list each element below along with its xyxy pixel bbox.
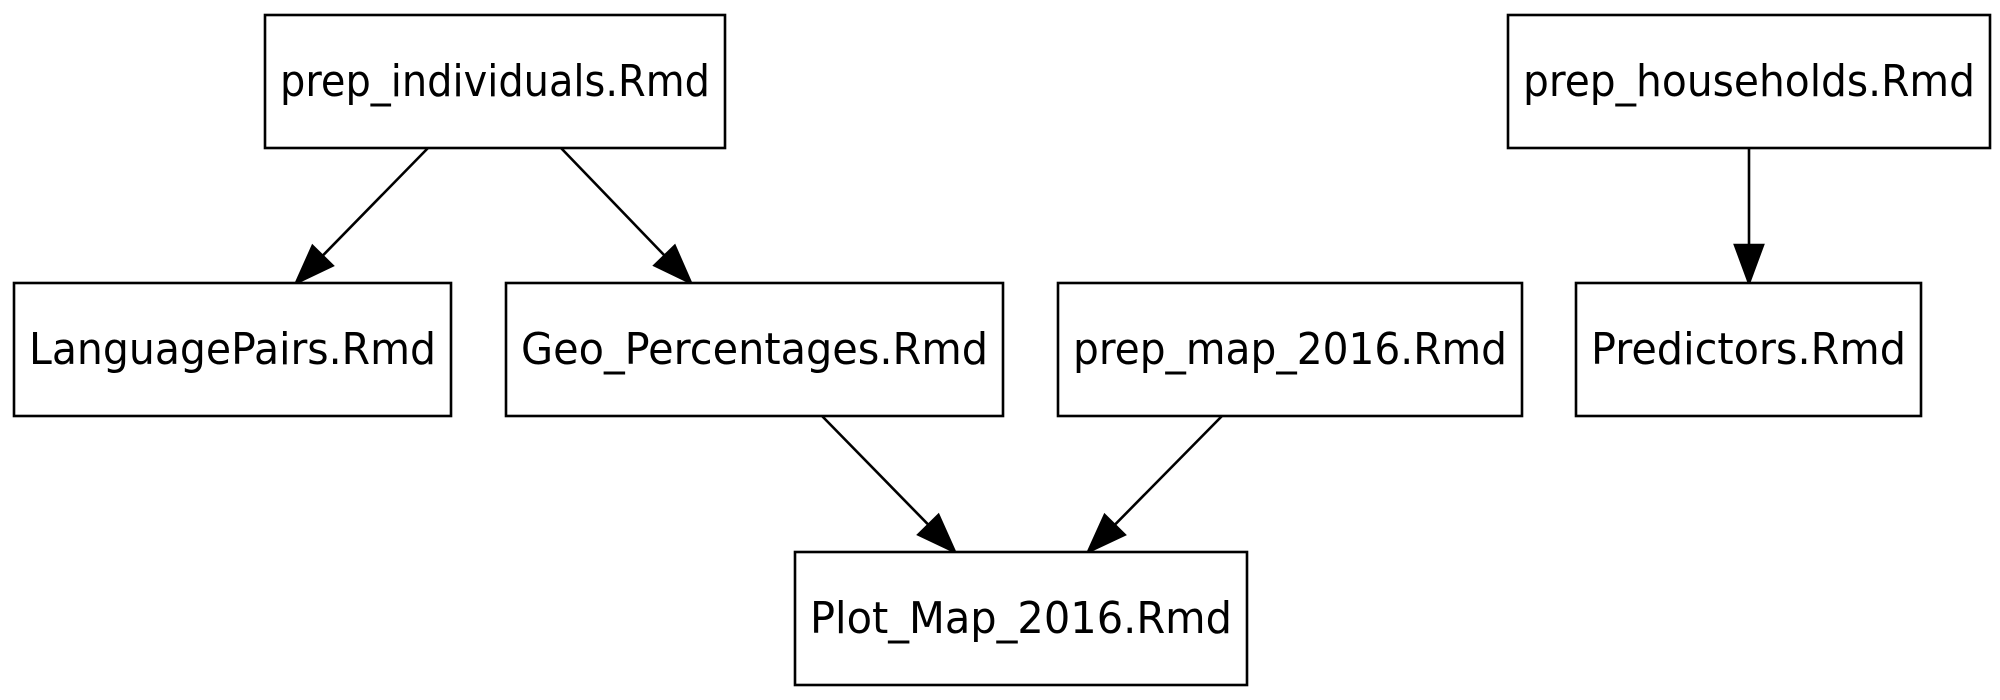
edges-layer [293, 147, 1765, 555]
node-label: Predictors.Rmd [1591, 324, 1906, 375]
edge-line [821, 415, 930, 526]
edge-prep-households-to-predictors [1733, 148, 1765, 287]
arrowhead [652, 243, 694, 286]
node-box [263, 13, 727, 150]
node-box [1056, 281, 1524, 418]
arrowhead [1733, 243, 1765, 287]
edge-line [1113, 415, 1223, 526]
node-language-pairs: LanguagePairs.Rmd [12, 281, 453, 418]
arrowhead [1085, 512, 1127, 555]
node-box [504, 281, 1005, 418]
node-box [1506, 13, 1992, 150]
node-prep-map-2016: prep_map_2016.Rmd [1056, 281, 1524, 418]
node-label: Geo_Percentages.Rmd [521, 324, 988, 375]
node-box [12, 281, 453, 418]
node-label: prep_households.Rmd [1523, 56, 1975, 107]
node-prep-households: prep_households.Rmd [1506, 13, 1992, 150]
edge-prep-individuals-to-language-pairs [293, 147, 429, 286]
edge-line [560, 147, 666, 257]
nodes-layer: prep_individuals.Rmd prep_households.RmdL… [12, 13, 1992, 687]
node-label: prep_individuals.Rmd [280, 56, 710, 107]
node-box [1574, 281, 1923, 418]
node-label: Plot_Map_2016.Rmd [810, 593, 1232, 644]
edge-line [321, 147, 429, 257]
node-box [793, 550, 1249, 687]
node-label: LanguagePairs.Rmd [29, 324, 436, 375]
arrowhead [916, 512, 958, 555]
node-plot-map-2016: Plot_Map_2016.Rmd [793, 550, 1249, 687]
node-predictors: Predictors.Rmd [1574, 281, 1923, 418]
node-prep-individuals: prep_individuals.Rmd [263, 13, 727, 150]
arrowhead [293, 243, 335, 286]
node-geo-percentages: Geo_Percentages.Rmd [504, 281, 1005, 418]
edge-prep-individuals-to-geo-percentages [560, 147, 694, 286]
edge-geo-percentages-to-plot-map-2016 [821, 415, 958, 555]
edge-prep-map-2016-to-plot-map-2016 [1085, 415, 1223, 555]
node-label: prep_map_2016.Rmd [1073, 324, 1507, 375]
